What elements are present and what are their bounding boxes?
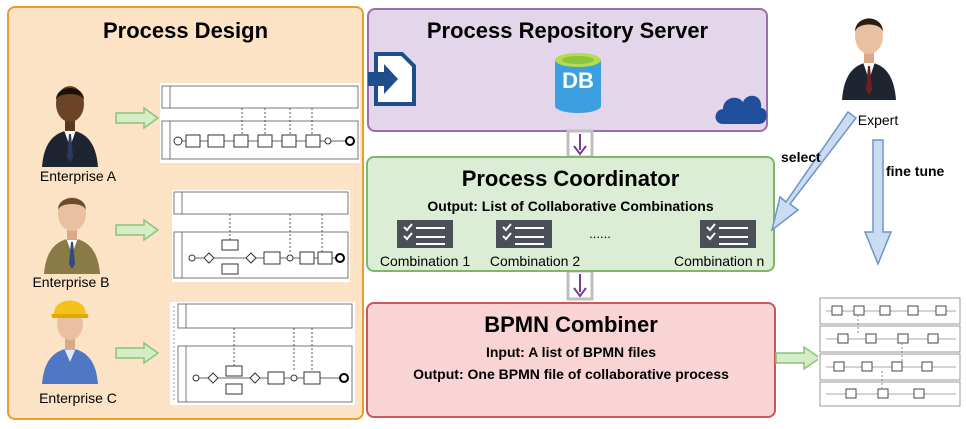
enterprise-b-avatar xyxy=(44,197,100,274)
combiner-input: Input: A list of BPMN files xyxy=(485,344,657,360)
expert-avatar xyxy=(842,18,896,100)
coordinator-panel: Process Coordinator Output: List of Coll… xyxy=(366,156,775,272)
enterprise-a-label: Enterprise A xyxy=(39,168,117,184)
repo-to-coordinator-arrow xyxy=(566,129,594,159)
combination-n-icon xyxy=(700,220,756,248)
arrow-enterprise-b xyxy=(115,218,160,242)
combination-ellipsis: ...... xyxy=(589,226,611,241)
combiner-output-arrow xyxy=(775,345,822,371)
arrow-enterprise-c xyxy=(115,341,160,365)
select-label: select xyxy=(781,149,821,165)
enterprise-c-label: Enterprise C xyxy=(39,390,117,406)
fine-tune-arrow xyxy=(863,139,893,266)
coordinator-title: Process Coordinator xyxy=(461,166,680,191)
process-design-title: Process Design xyxy=(102,18,269,43)
fine-tune-label: fine tune xyxy=(886,163,945,179)
select-arrow xyxy=(770,110,858,232)
arrow-enterprise-a xyxy=(115,106,160,130)
combination-1-icon xyxy=(397,220,453,248)
enterprise-c-avatar xyxy=(42,300,98,384)
combiner-panel: BPMN Combiner Input: A list of BPMN file… xyxy=(366,302,776,418)
combination-1-label: Combination 1 xyxy=(379,253,471,269)
expert-label: Expert xyxy=(857,112,899,128)
bpmn-diagram-enterprise-c xyxy=(170,302,355,405)
combination-2-label: Combination 2 xyxy=(489,253,581,269)
cloud-icon xyxy=(715,95,767,124)
enterprise-b-label: Enterprise B xyxy=(32,274,110,290)
db-label: DB xyxy=(562,68,594,93)
database-icon xyxy=(555,53,601,113)
enterprise-a-avatar xyxy=(42,86,98,167)
bpmn-diagram-enterprise-b xyxy=(172,190,350,282)
combination-2-icon xyxy=(496,220,552,248)
combination-n-label: Combination n xyxy=(674,253,765,269)
combined-bpmn-diagram xyxy=(818,296,962,408)
repository-title: Process Repository Server xyxy=(426,18,709,43)
bpmn-diagram-enterprise-a xyxy=(160,83,360,163)
coordinator-to-combiner-arrow xyxy=(566,269,594,301)
import-icon xyxy=(368,52,416,106)
coordinator-output: Output: List of Collaborative Combinatio… xyxy=(427,198,714,214)
combiner-output: Output: One BPMN file of collaborative p… xyxy=(413,366,729,382)
combiner-title: BPMN Combiner xyxy=(484,312,658,337)
